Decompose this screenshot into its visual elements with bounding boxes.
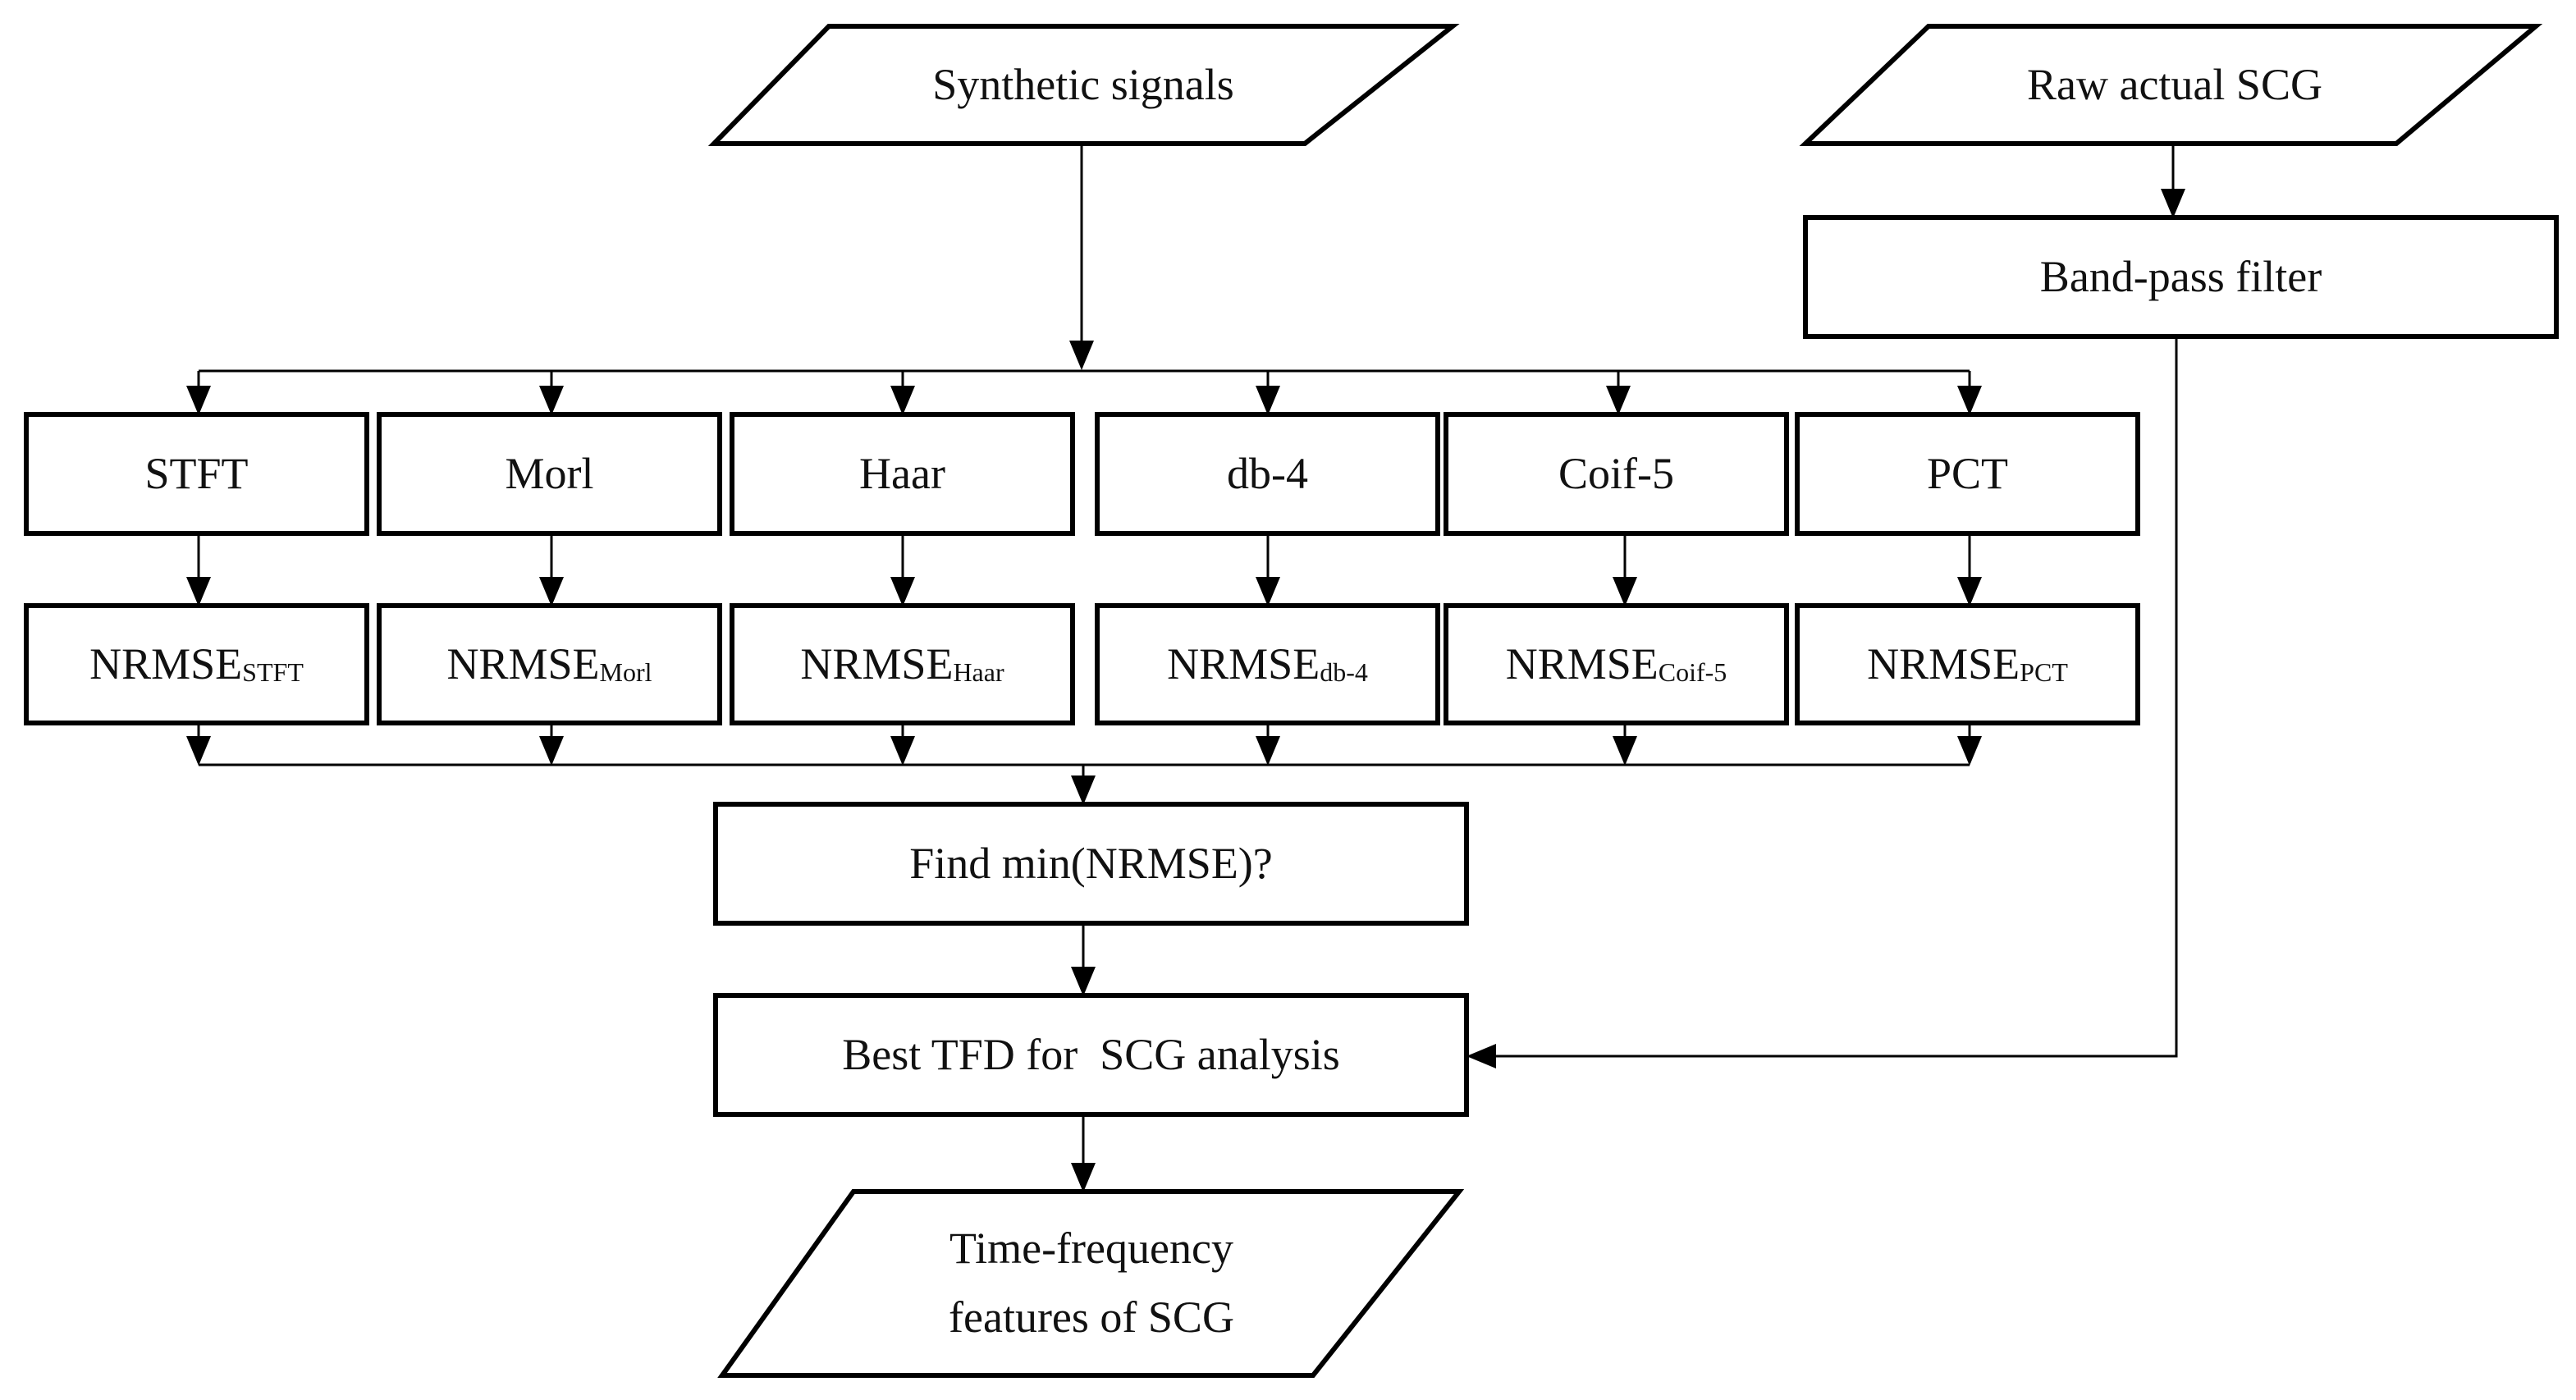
haar-box	[730, 412, 1075, 536]
morl-label: Morl	[505, 448, 594, 498]
find-min-label: Find min(NRMSE)?	[909, 838, 1273, 888]
nrmse-text: NRMSE	[446, 638, 600, 689]
synthetic-signals-label: Synthetic signals	[932, 59, 1234, 109]
best-tfd-label: Best TFD for SCG analysis	[842, 1029, 1340, 1079]
db4-label: db-4	[1227, 448, 1308, 498]
raw-scg-label: Raw actual SCG	[2027, 59, 2322, 109]
band-pass-filter-label: Band-pass filter	[2039, 251, 2322, 301]
nrmse-subscript: Morl	[599, 657, 652, 687]
haar-label: Haar	[859, 448, 945, 498]
output-label: Time-frequency features of SCG	[788, 1192, 1395, 1375]
nrmse-subscript: Haar	[953, 657, 1004, 687]
nrmse-morl-box	[377, 603, 722, 725]
pct-box	[1795, 412, 2140, 536]
pct-label: PCT	[1926, 448, 2009, 498]
raw-scg-shape	[1799, 24, 2543, 146]
output-line-2: features of SCG	[949, 1292, 1234, 1342]
nrmse-text: NRMSE	[1505, 638, 1659, 689]
find-min-box	[713, 802, 1469, 926]
stft-label: STFT	[144, 448, 249, 498]
nrmse-text: NRMSE	[1167, 638, 1320, 689]
best-tfd-box	[713, 993, 1469, 1117]
nrmse-subscript: db-4	[1320, 657, 1368, 687]
nrmse-haar-box	[730, 603, 1075, 725]
coif5-box	[1444, 412, 1789, 536]
nrmse-text: NRMSE	[89, 638, 243, 689]
db4-box	[1095, 412, 1440, 536]
nrmse-subscript: Coif-5	[1658, 657, 1727, 687]
nrmse-text: NRMSE	[1867, 638, 2020, 689]
nrmse-text: NRMSE	[800, 638, 954, 689]
coif5-label: Coif-5	[1558, 448, 1674, 498]
nrmse-db4-box	[1095, 603, 1440, 725]
band-pass-filter-box	[1803, 215, 2559, 339]
nrmse-subscript: STFT	[242, 657, 304, 687]
synthetic-signals-shape	[707, 24, 1460, 146]
nrmse-stft-box	[24, 603, 369, 725]
nrmse-subscript: PCT	[2020, 657, 2068, 687]
output-line-1: Time-frequency	[949, 1224, 1233, 1274]
output-shape	[717, 1189, 1465, 1378]
nrmse-coif5-box	[1444, 603, 1789, 725]
morl-box	[377, 412, 722, 536]
arrow-filter-best	[1466, 336, 2178, 1068]
